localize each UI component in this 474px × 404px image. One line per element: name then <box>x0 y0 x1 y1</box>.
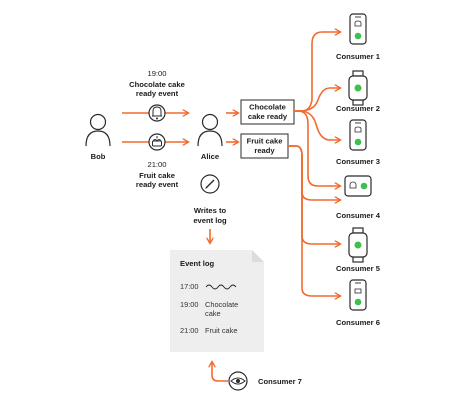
consumer-label: Consumer 1 <box>336 52 381 61</box>
log-entry-text: cake <box>205 309 221 318</box>
consumer7-read-arrow <box>212 362 228 382</box>
fruit-ready-box <box>240 133 289 159</box>
event-log-document <box>170 250 264 352</box>
writes-line1: Writes to <box>194 206 227 215</box>
writes-line2: event log <box>193 216 227 225</box>
consumer-4-tablet-icon <box>344 175 372 197</box>
pen-icon <box>200 174 220 194</box>
eye-icon <box>228 371 248 391</box>
alice-person-icon <box>197 113 223 147</box>
chocolate-event-line2: ready event <box>136 89 179 98</box>
consumer-label: Consumer 3 <box>336 157 380 166</box>
log-entry-text: Chocolate <box>205 300 238 309</box>
consumer-label: Consumer 4 <box>336 211 381 220</box>
chocolate-event-line1: Chocolate cake <box>129 80 185 89</box>
chocolate-event-time: 19:00 <box>147 69 166 78</box>
fruit-box-line2: ready <box>254 146 275 155</box>
consumer-5-watch-icon <box>348 227 368 263</box>
consumer-label: Consumer 5 <box>336 264 381 273</box>
bob-label: Bob <box>91 152 106 161</box>
event-log-title: Event log <box>180 259 215 268</box>
consumer-1-phone-icon <box>349 13 367 45</box>
consumer-label: Consumer 2 <box>336 104 380 113</box>
consumer-label: Consumer 6 <box>336 318 380 327</box>
log-entry-text: Fruit cake <box>205 326 237 335</box>
consumer-6-phone-icon <box>349 279 367 311</box>
consumer-3-phone-icon <box>349 119 367 151</box>
bell-icon <box>148 104 166 122</box>
bob-person-icon <box>85 113 111 147</box>
chocolate-ready-box <box>240 99 295 125</box>
cake-icon <box>148 133 166 151</box>
consumer7-label: Consumer 7 <box>258 377 302 386</box>
fruit-event-line2: ready event <box>136 180 179 189</box>
log-entry-squiggle <box>205 284 237 290</box>
chocolate-box-line2: cake ready <box>248 112 288 121</box>
alice-label: Alice <box>201 152 219 161</box>
log-entry-time: 21:00 <box>180 326 199 335</box>
consumer-2-watch-icon <box>348 70 368 106</box>
fruit-fanout-arrows <box>288 145 340 296</box>
log-entry-time: 17:00 <box>180 282 199 291</box>
fruit-event-time: 21:00 <box>147 160 166 169</box>
log-entry-time: 19:00 <box>180 300 199 309</box>
chocolate-box-line1: Chocolate <box>249 103 286 112</box>
fruit-box-line1: Fruit cake <box>247 137 283 146</box>
chocolate-fanout-arrows <box>294 32 340 186</box>
fruit-event-line1: Fruit cake <box>139 171 175 180</box>
